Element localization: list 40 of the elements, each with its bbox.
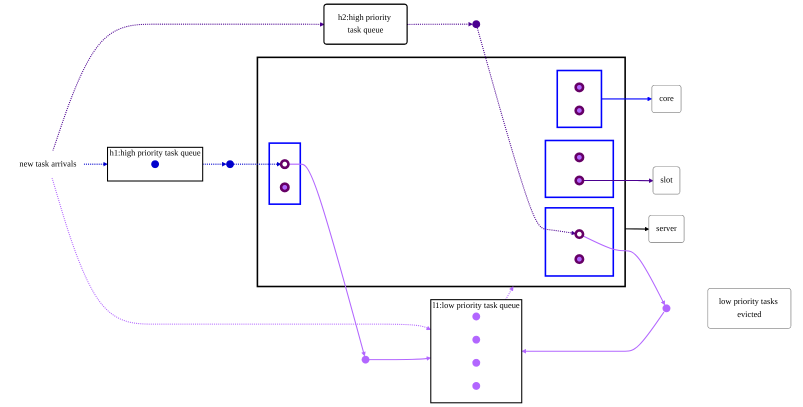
- arrow: [583, 178, 654, 183]
- node-circle: [280, 159, 290, 170]
- node-circle: [226, 160, 234, 168]
- node-circle: [574, 82, 584, 92]
- arrow: [84, 162, 108, 166]
- cluster: [544, 140, 614, 198]
- arrow: [522, 312, 664, 354]
- cluster: [256, 56, 626, 288]
- node-circle: [472, 336, 480, 344]
- node-text: new task arrivals: [19, 159, 76, 168]
- node-circle: [662, 304, 670, 312]
- node-circle: [574, 254, 584, 264]
- arrow: [505, 286, 514, 300]
- arrow: [582, 235, 665, 306]
- node-circle: [472, 382, 480, 390]
- node-circle: [280, 182, 290, 192]
- cluster: [268, 142, 302, 205]
- node-circle: [574, 229, 584, 240]
- node-circle: [574, 152, 584, 162]
- cluster: l1:low priority task queue: [430, 299, 522, 404]
- arrow: [601, 96, 652, 102]
- arrow: [234, 162, 282, 166]
- node-circle: [151, 160, 160, 168]
- arrow: [407, 22, 473, 27]
- node-circle: [472, 312, 480, 320]
- cluster: [544, 207, 614, 277]
- cluster: h1:high priority task queue: [107, 146, 204, 182]
- node-circle: [472, 358, 480, 367]
- arrow: [476, 28, 576, 236]
- node-circle: [472, 20, 480, 28]
- arrow: [625, 226, 650, 232]
- node-circle: [574, 175, 584, 186]
- arrow: [52, 178, 431, 330]
- node-circle: [574, 106, 584, 116]
- arrow: [288, 164, 366, 356]
- node-circle: [362, 356, 370, 364]
- arrow: [52, 22, 324, 151]
- arrow: [369, 356, 431, 361]
- cluster: [556, 70, 602, 128]
- arrow: [202, 162, 227, 166]
